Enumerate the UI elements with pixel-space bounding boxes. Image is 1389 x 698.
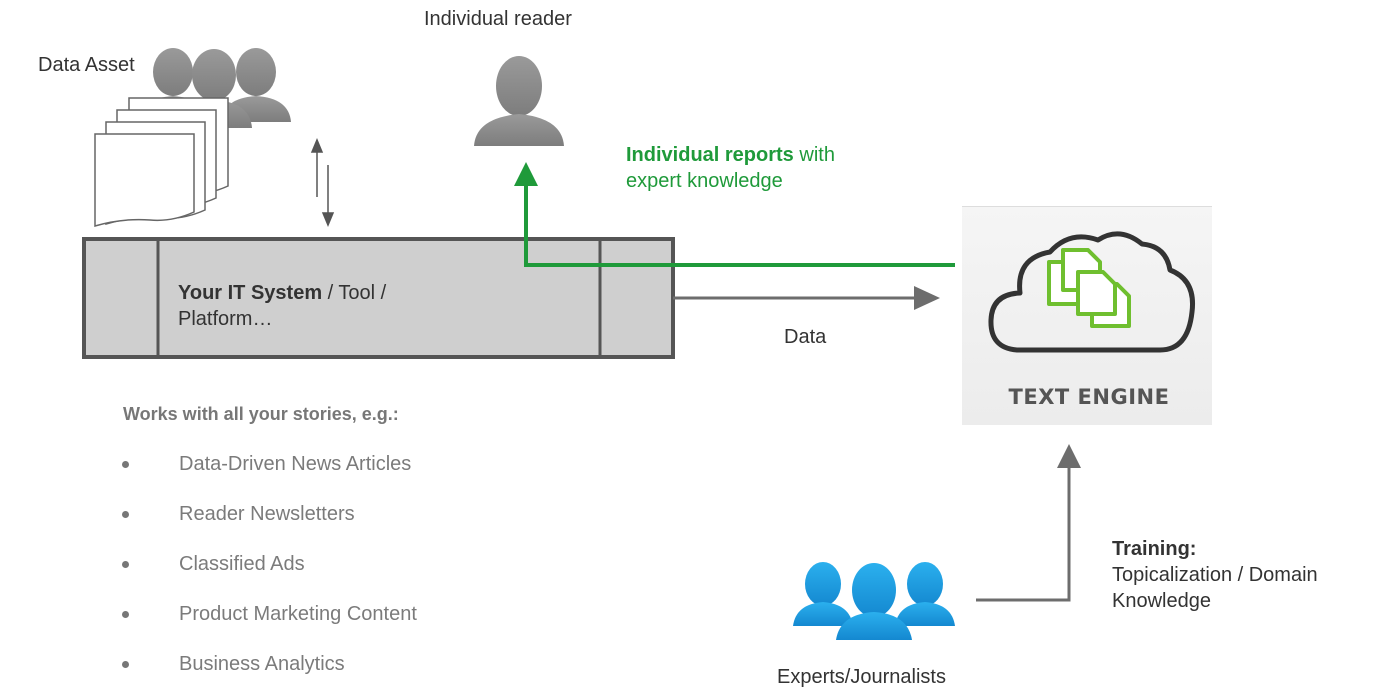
experts-label: Experts/Journalists <box>777 666 946 688</box>
report-arrow <box>514 162 955 267</box>
it-system-box <box>82 237 675 359</box>
data-arrow <box>673 286 940 310</box>
list-item: Business Analytics <box>122 648 417 698</box>
reports-bold-text: Individual reports <box>626 144 794 166</box>
stories-heading: Works with all your stories, e.g.: <box>123 404 399 424</box>
individual-reports-label: Individual reports with expert knowledge <box>626 142 835 194</box>
individual-reader-label: Individual reader <box>424 8 572 30</box>
bullet-icon <box>122 511 129 518</box>
it-line2-text: Platform… <box>178 308 273 330</box>
text-engine-label: TEXT ENGINE <box>1008 385 1170 409</box>
training-line3-text: Knowledge <box>1112 590 1211 612</box>
reports-rest-text: with <box>793 144 835 166</box>
bullet-icon <box>122 561 129 568</box>
list-item: Data-Driven News Articles <box>122 448 417 498</box>
expert-group-icon <box>793 562 955 640</box>
bullet-icon <box>122 611 129 618</box>
bullet-icon <box>122 661 129 668</box>
it-bold-text: Your IT System <box>178 282 323 304</box>
list-item-label: Business Analytics <box>179 653 345 675</box>
cloud-documents-icon <box>988 231 1196 353</box>
training-line2-text: Topicalization / Domain <box>1112 564 1318 586</box>
reports-line2-text: expert knowledge <box>626 170 783 192</box>
training-label: Training: Topicalization / Domain Knowle… <box>1112 536 1318 614</box>
documents-icon <box>94 97 229 228</box>
it-rest-text: / Tool / <box>322 282 387 304</box>
list-item-label: Data-Driven News Articles <box>179 453 412 475</box>
data-arrow-label: Data <box>784 326 827 348</box>
list-item-label: Classified Ads <box>179 553 305 575</box>
list-item-label: Product Marketing Content <box>179 603 417 625</box>
person-icon <box>474 56 564 146</box>
list-item: Reader Newsletters <box>122 498 417 548</box>
list-item: Classified Ads <box>122 548 417 598</box>
stories-list: Data-Driven News Articles Reader Newslet… <box>122 448 417 698</box>
list-item: Product Marketing Content <box>122 598 417 648</box>
bidirectional-arrow-icon <box>310 138 335 227</box>
it-system-label: Your IT System / Tool / Platform… <box>178 280 386 332</box>
training-bold-text: Training: <box>1112 538 1197 560</box>
data-asset-label: Data Asset <box>38 54 135 76</box>
bullet-icon <box>122 461 129 468</box>
training-arrow <box>976 444 1081 602</box>
list-item-label: Reader Newsletters <box>179 503 355 525</box>
